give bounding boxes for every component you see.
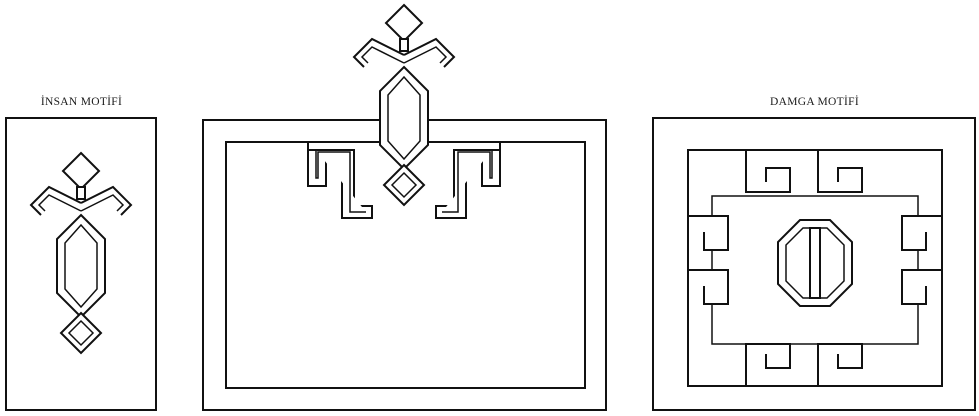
insan-motif-panel [6, 118, 156, 410]
center-motif-panel [203, 5, 606, 410]
damga-bar [810, 228, 820, 298]
damga-motif-panel [653, 118, 975, 410]
